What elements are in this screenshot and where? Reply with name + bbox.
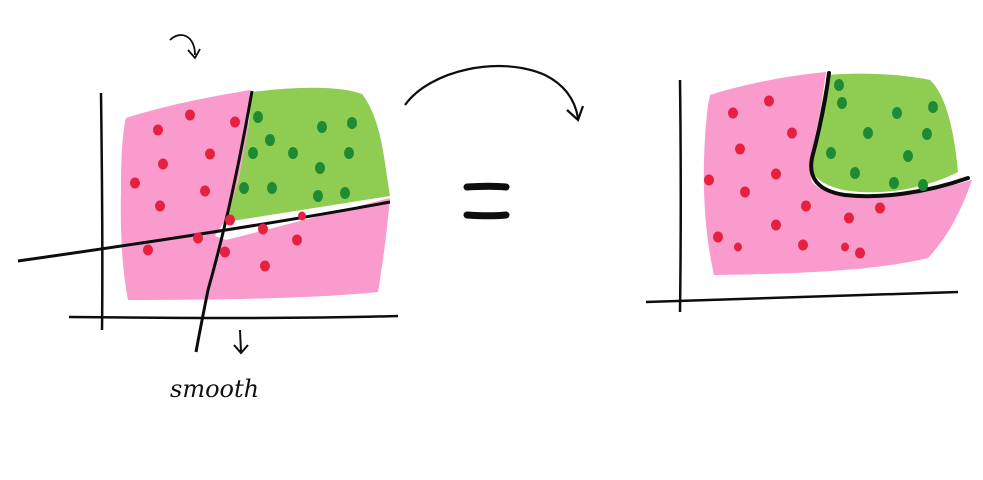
red-dot xyxy=(220,246,230,258)
left-x-axis xyxy=(68,314,399,320)
red-dot xyxy=(258,223,268,235)
green-dot xyxy=(903,150,913,162)
middle-connector xyxy=(404,64,585,220)
red-dot xyxy=(200,185,210,197)
green-dot xyxy=(248,147,258,159)
red-dot xyxy=(740,186,750,198)
equals-sign-top xyxy=(463,182,510,191)
red-dot xyxy=(801,200,811,212)
left-green-dots xyxy=(239,111,357,202)
red-dot xyxy=(728,107,738,119)
red-dot xyxy=(787,127,797,139)
green-dot xyxy=(313,190,323,202)
green-dot xyxy=(850,167,860,179)
red-dot xyxy=(798,239,808,251)
right-x-axis xyxy=(645,290,959,304)
green-dot xyxy=(826,147,836,159)
green-dot xyxy=(317,121,327,133)
curved-arrow-icon xyxy=(404,64,580,119)
green-dot xyxy=(267,182,277,194)
curl-arrow-icon xyxy=(169,34,201,60)
red-dot xyxy=(185,109,195,121)
green-dot xyxy=(239,182,249,194)
right-y-axis xyxy=(678,79,682,313)
right-red-dots xyxy=(704,95,885,259)
left-red-dots xyxy=(130,109,306,272)
red-dot xyxy=(764,95,774,107)
red-dot xyxy=(713,231,723,243)
smooth-label: smooth xyxy=(170,375,259,403)
red-dot xyxy=(841,242,849,252)
green-dot xyxy=(928,101,938,113)
red-dot xyxy=(292,234,302,246)
red-dot xyxy=(875,202,885,214)
green-dot xyxy=(889,177,899,189)
red-dot xyxy=(855,247,865,259)
curved-arrow-head xyxy=(566,105,585,122)
green-dot xyxy=(834,79,844,91)
green-dot xyxy=(863,127,873,139)
green-dot xyxy=(918,179,928,191)
green-dot xyxy=(892,107,902,119)
left-y-axis xyxy=(99,92,104,331)
red-dot xyxy=(298,211,306,221)
red-dot xyxy=(143,244,153,256)
left-panel: smooth xyxy=(17,34,399,403)
green-dot xyxy=(315,162,325,174)
red-dot xyxy=(735,143,745,155)
equals-sign-bottom xyxy=(463,211,510,220)
green-dot xyxy=(288,147,298,159)
red-dot xyxy=(193,232,203,244)
smooth-decision-boundary xyxy=(809,71,970,199)
green-dot xyxy=(253,111,263,123)
green-dot xyxy=(340,187,350,199)
red-dot xyxy=(158,158,168,170)
red-dot xyxy=(130,177,140,189)
red-dot xyxy=(155,200,165,212)
green-dot xyxy=(837,97,847,109)
right-pink-region xyxy=(703,72,972,275)
red-dot xyxy=(704,174,714,186)
red-dot xyxy=(230,116,240,128)
green-dot xyxy=(265,134,275,146)
right-panel xyxy=(645,71,972,313)
green-dot xyxy=(347,117,357,129)
red-dot xyxy=(844,212,854,224)
green-dot xyxy=(344,147,354,159)
red-dot xyxy=(205,148,215,160)
red-dot xyxy=(771,168,781,180)
red-dot xyxy=(153,124,163,136)
left-vertical-split-line xyxy=(194,90,254,353)
red-dot xyxy=(225,214,235,226)
right-green-dots xyxy=(826,79,938,191)
left-pink-region xyxy=(120,90,390,300)
red-dot xyxy=(771,219,781,231)
green-dot xyxy=(922,128,932,140)
red-dot xyxy=(734,242,742,252)
red-dot xyxy=(260,260,270,272)
down-arrow-icon xyxy=(233,329,249,355)
right-green-region xyxy=(812,73,958,193)
